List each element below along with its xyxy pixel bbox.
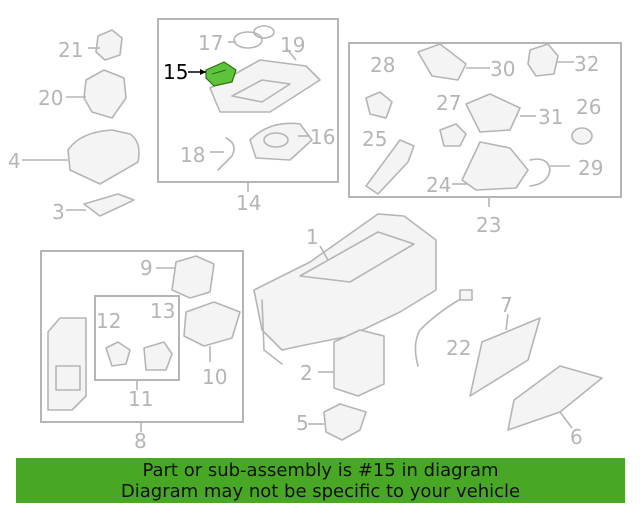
callout-19: 19 [280,33,305,57]
callout-20: 20 [38,86,63,110]
callout-10: 10 [202,365,227,389]
callout-27: 27 [436,91,461,115]
bracket-part-5 [308,403,367,441]
callout-17: 17 [198,31,223,55]
callout-11: 11 [128,387,153,411]
trim-part-25 [365,139,415,195]
floor-console-part [253,213,437,365]
callout-26: 26 [576,95,601,119]
shift-boot-part [66,69,127,119]
shift-knob-part [88,29,123,61]
callout-29: 29 [578,156,603,180]
callout-32: 32 [574,52,599,76]
callout-18: 18 [180,143,205,167]
callout-31: 31 [538,105,563,129]
vent-part-10 [183,301,241,362]
console-upper-panel-part [209,47,321,113]
wiring-part-18 [210,137,235,171]
module-part-31 [465,93,536,133]
banner-line-2: Diagram may not be specific to your vehi… [120,480,521,502]
armrest-part [22,129,140,185]
vent-part-9 [156,255,215,299]
switch-panel-part-15 [188,61,237,87]
cable-part-29 [529,158,570,187]
cup-holder-part [228,25,275,49]
callout-21: 21 [58,38,83,62]
parts-diagram: 21 20 4 3 17 19 15 16 18 14 28 30 32 27 … [8,18,622,453]
switch-part-27 [439,123,467,147]
callout-24: 24 [426,173,451,197]
callout-2: 2 [300,361,313,385]
bracket-part-28 [365,91,393,119]
callout-8: 8 [134,429,147,453]
callout-28: 28 [370,53,395,77]
callout-22: 22 [446,336,471,360]
knob-part-26 [571,127,593,145]
callout-23: 23 [476,213,501,237]
trim-panel-part-30 [417,43,490,81]
callout-6: 6 [570,425,583,449]
housing-part-13 [143,341,173,371]
callout-labels: 21 20 4 3 17 19 15 16 18 14 28 30 32 27 … [8,31,603,453]
callout-7: 7 [500,293,513,317]
callout-12: 12 [96,309,121,333]
housing-part-24 [452,141,529,191]
callout-4: 4 [8,149,21,173]
banner-line-1: Part or sub-assembly is #15 in diagram [142,459,499,481]
callout-15: 15 [163,60,188,84]
knob-part-32 [527,43,574,77]
socket-part-12 [105,341,131,367]
callout-3: 3 [52,200,65,224]
fitment-banner: Part or sub-assembly is #15 in diagram D… [16,458,625,503]
callout-30: 30 [490,57,515,81]
callout-1: 1 [306,225,319,249]
callout-13: 13 [150,299,175,323]
callout-25: 25 [362,127,387,151]
group-box-23 [348,42,622,198]
rear-panel-part [47,317,87,411]
side-panel-part-6 [507,365,603,431]
callout-14: 14 [236,191,261,215]
storage-box-part [318,329,385,397]
callout-5: 5 [296,411,309,435]
side-panel-part-7 [469,313,541,397]
callout-16: 16 [310,125,335,149]
armrest-pad-part [66,193,135,217]
cup-tray-part [249,122,313,161]
callout-9: 9 [140,256,153,280]
usb-cable-part [414,289,473,367]
group-box-8 [40,250,244,423]
